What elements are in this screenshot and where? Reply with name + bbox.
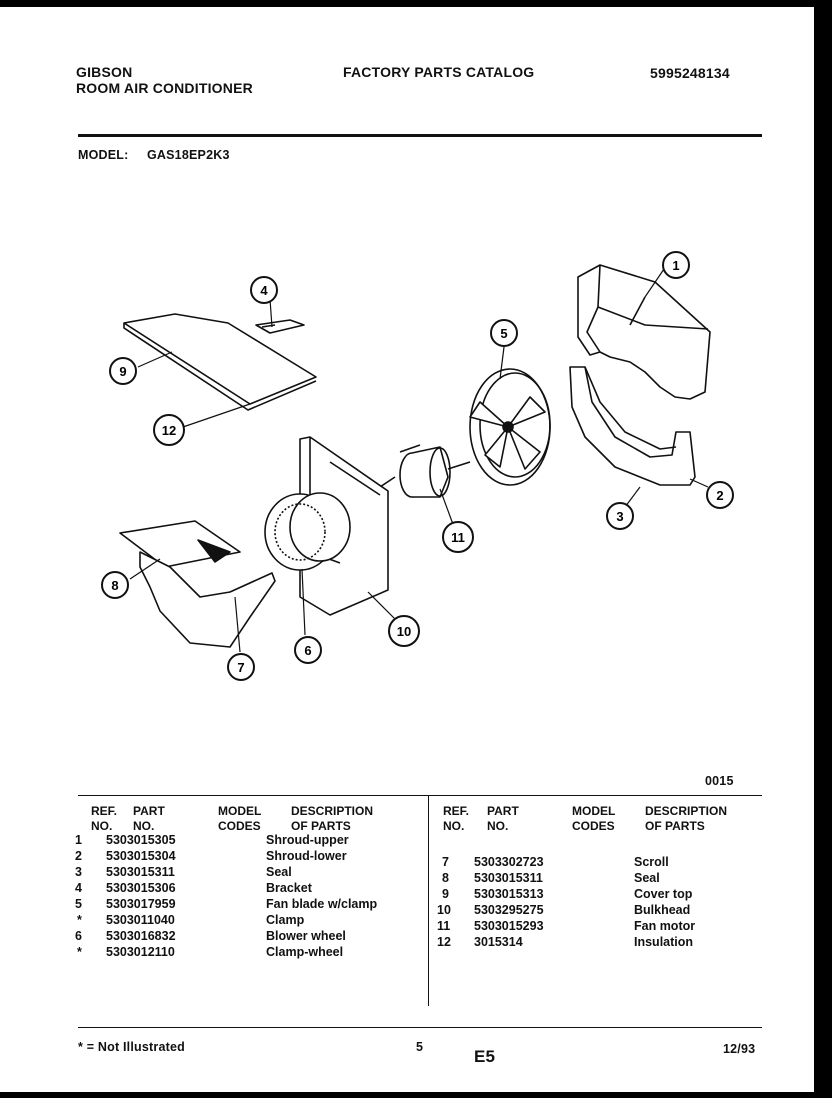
callout-4: 4 xyxy=(250,276,278,304)
catalog-title: FACTORY PARTS CATALOG xyxy=(343,64,535,80)
scroll-part xyxy=(119,520,276,648)
callout-9: 9 xyxy=(109,357,137,385)
product-name: ROOM AIR CONDITIONER xyxy=(76,80,253,96)
svg-text:11: 11 xyxy=(451,530,465,545)
footer-rule xyxy=(78,1027,762,1028)
svg-text:2: 2 xyxy=(716,488,723,503)
table-top-rule xyxy=(78,795,762,796)
callout-1: 1 xyxy=(662,251,690,279)
svg-text:3: 3 xyxy=(616,509,623,524)
header-rule xyxy=(78,134,762,137)
fan-motor-part xyxy=(379,444,471,498)
svg-text:1: 1 xyxy=(672,258,679,273)
svg-text:10: 10 xyxy=(397,624,411,639)
page-number: 5 xyxy=(416,1040,424,1054)
callout-10: 10 xyxy=(388,615,420,647)
callout-11: 11 xyxy=(442,521,474,553)
svg-text:4: 4 xyxy=(260,283,268,298)
svg-text:12: 12 xyxy=(162,423,176,438)
svg-text:8: 8 xyxy=(111,578,118,593)
catalog-page: GIBSON ROOM AIR CONDITIONER FACTORY PART… xyxy=(0,7,814,1092)
figure-code: 0015 xyxy=(705,774,734,788)
callout-2: 2 xyxy=(706,481,734,509)
left-header-ref: REF.NO. xyxy=(91,804,118,833)
catalog-number: 5995248134 xyxy=(650,65,730,81)
fan-blade-part xyxy=(469,368,551,486)
right-header-ref: REF.NO. xyxy=(443,804,470,833)
shroud-upper-part xyxy=(577,264,711,400)
bracket-part xyxy=(255,319,305,334)
callout-8: 8 xyxy=(101,571,129,599)
callout-7: 7 xyxy=(227,653,255,681)
brand-name: GIBSON xyxy=(76,64,133,80)
table-column-divider xyxy=(428,796,429,1006)
shroud-lower-part xyxy=(569,366,696,486)
model-value: GAS18EP2K3 xyxy=(147,148,230,162)
exploded-parts-diagram: 1 2 3 4 5 6 7 8 9 10 11 12 xyxy=(101,251,734,681)
not-illustrated-note: * = Not Illustrated xyxy=(78,1040,185,1054)
catalog-date: 12/93 xyxy=(723,1042,756,1056)
svg-text:5: 5 xyxy=(500,326,507,341)
blower-wheel-part xyxy=(264,492,351,571)
callout-5: 5 xyxy=(490,319,518,347)
svg-text:9: 9 xyxy=(119,364,126,379)
svg-text:7: 7 xyxy=(237,660,244,675)
callout-3: 3 xyxy=(606,502,634,530)
cover-top-part xyxy=(123,313,317,411)
section-code: E5 xyxy=(474,1047,496,1066)
model-label: MODEL: xyxy=(78,148,129,162)
callout-12: 12 xyxy=(153,414,185,446)
svg-text:6: 6 xyxy=(304,643,311,658)
callout-6: 6 xyxy=(294,636,322,664)
